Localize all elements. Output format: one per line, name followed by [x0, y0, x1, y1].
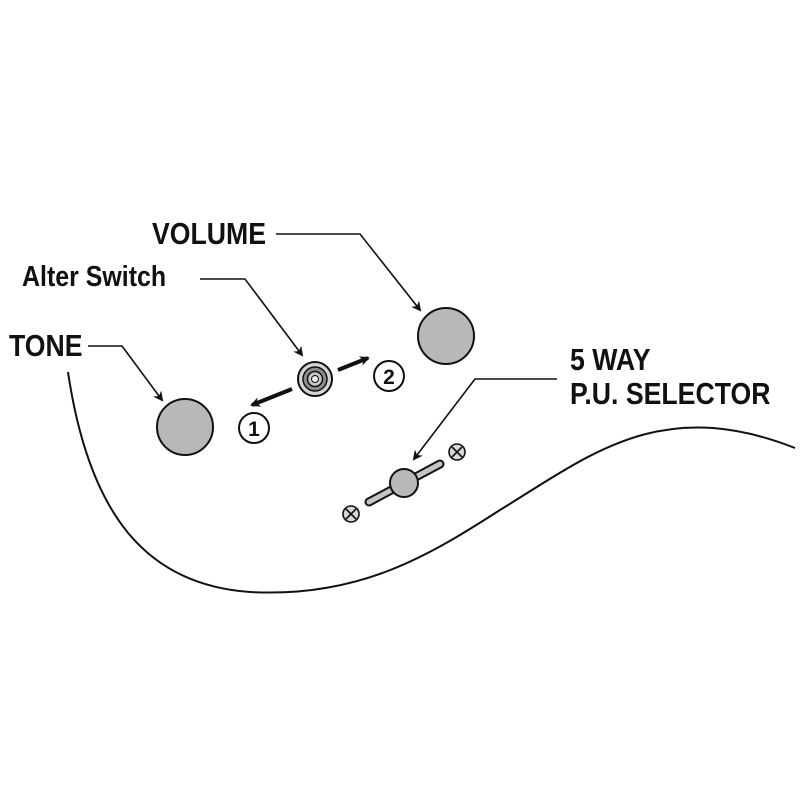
tone-label: TONE — [9, 328, 83, 363]
toggle-switch-icon — [297, 361, 333, 397]
switch-arrow-to-1 — [250, 387, 293, 407]
phillips-screw-icon — [448, 443, 466, 461]
position-2-text: 2 — [383, 366, 395, 389]
selector-knob — [389, 468, 419, 498]
selector-label-line2: P.U. SELECTOR — [570, 376, 771, 411]
position-1-badge: 1 — [238, 412, 270, 444]
alter-switch-label: Alter Switch — [22, 261, 167, 293]
volume-leader-line — [276, 233, 422, 312]
tone-leader-line — [88, 345, 164, 402]
slider-selector-icon — [364, 459, 445, 507]
phillips-screw-icon — [342, 505, 360, 523]
volume-knob — [417, 307, 475, 365]
selector-label-line1: 5 WAY — [570, 342, 651, 377]
volume-label: VOLUME — [152, 216, 267, 251]
position-1-text: 1 — [248, 418, 260, 441]
selector-leader-line — [412, 378, 557, 461]
tone-knob — [156, 398, 214, 456]
guitar-body-outline — [67, 371, 796, 594]
switch-arrow-to-2 — [337, 356, 370, 372]
alter-switch-leader-line — [200, 278, 304, 357]
position-2-badge: 2 — [373, 360, 405, 392]
